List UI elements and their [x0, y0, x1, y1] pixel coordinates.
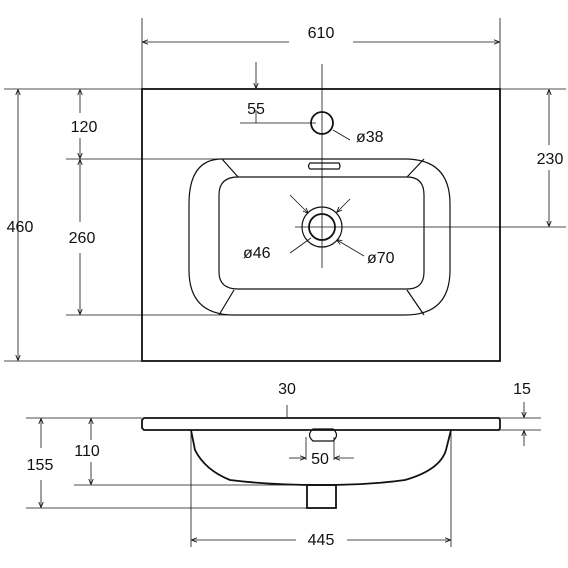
dim-50-label: 50	[311, 451, 329, 468]
dim-260-label: 260	[69, 230, 96, 247]
dim-15-label: 15	[513, 381, 531, 398]
side-view: 30 15 110 155 50 445	[26, 381, 541, 549]
dim-110-label: 110	[74, 443, 100, 460]
dim-610-label: 610	[308, 25, 335, 42]
overflow-profile	[308, 428, 338, 442]
drain-diagonal-arrow	[337, 198, 351, 212]
dim-230-label: 230	[537, 151, 564, 168]
bowl-corner-edge	[218, 289, 235, 316]
drain-diagonal-arrow	[289, 194, 308, 213]
overflow-slot	[307, 162, 341, 170]
dim-120-label: 120	[71, 119, 98, 136]
top-view: 610 460 55 ø38 120 260 230 ø46 ø70	[4, 18, 566, 362]
drain-inner-diameter-label: ø46	[243, 245, 271, 262]
tap-diameter-label: ø38	[356, 129, 384, 146]
bowl-corner-edge	[221, 158, 239, 178]
bowl-outer-outline	[188, 158, 451, 316]
drain-inner-leader	[289, 237, 312, 254]
bowl-inner-outline	[218, 176, 425, 290]
dim-155-label: 155	[27, 457, 54, 474]
drain-pipe	[306, 484, 337, 509]
dim-30-label: 30	[278, 381, 296, 398]
countertop-outline	[141, 88, 501, 362]
countertop-slab-profile	[141, 417, 501, 431]
dim-55-label: 55	[247, 101, 265, 118]
tap-diameter-leader	[332, 129, 351, 141]
bowl-corner-edge	[406, 289, 425, 316]
bowl-corner-edge	[406, 158, 425, 178]
dim-460-label: 460	[7, 219, 34, 236]
dim-445-label: 445	[308, 532, 335, 549]
drain-outer-leader	[337, 240, 365, 257]
drain-outer-diameter-label: ø70	[367, 250, 395, 267]
